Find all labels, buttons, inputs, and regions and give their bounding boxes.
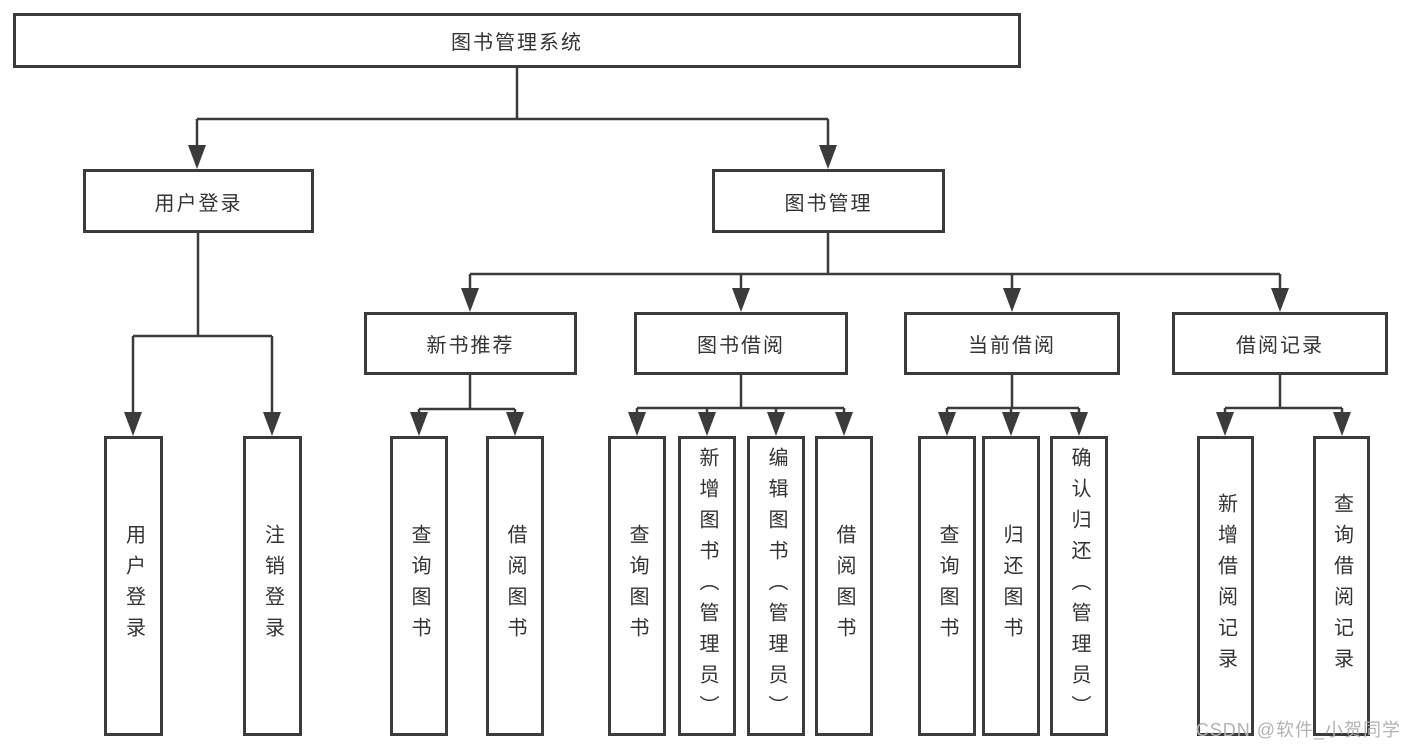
leaf-logout: 注销登录 — [243, 436, 302, 736]
csdn-watermark: CSDN @软件_小贺同学 — [1195, 720, 1401, 740]
arrowhead — [263, 412, 281, 436]
node-book-management: 图书管理 — [712, 169, 945, 233]
leaf-br-add-record-label: 新增借阅记录 — [1214, 493, 1237, 679]
arrowhead — [698, 412, 716, 436]
connector-book-management — [468, 233, 1282, 294]
node-book-borrow: 图书借阅 — [634, 312, 848, 375]
leaf-br-add-record: 新增借阅记录 — [1197, 436, 1254, 736]
connector-root — [195, 68, 830, 150]
arrowhead — [819, 145, 837, 169]
node-book-management-label: 图书管理 — [784, 192, 873, 215]
leaf-nb-query-books: 查询图书 — [390, 436, 448, 736]
leaf-cb-return-books-label: 归还图书 — [1000, 524, 1022, 648]
arrowhead — [732, 288, 750, 312]
arrowhead — [628, 412, 646, 436]
node-user-login-label: 用户登录 — [154, 192, 243, 215]
connector-borrow-records — [1223, 375, 1344, 418]
leaf-user-login-label: 用户登录 — [122, 524, 145, 648]
node-borrow-records-label: 借阅记录 — [1236, 335, 1324, 357]
arrowhead — [188, 145, 206, 169]
leaf-br-query-record: 查询借阅记录 — [1313, 436, 1370, 736]
leaf-cb-query-books-label: 查询图书 — [936, 524, 958, 648]
root-node-label: 图书管理系统 — [451, 32, 583, 54]
node-current-borrow-label: 当前借阅 — [968, 335, 1056, 357]
arrowhead — [1002, 412, 1020, 436]
leaf-bb-add-books-admin-label: 新增图书（管理员） — [696, 446, 718, 726]
connector-user-login — [131, 233, 274, 418]
leaf-nb-borrow-books: 借阅图书 — [486, 436, 544, 736]
leaf-bb-add-books-admin: 新增图书（管理员） — [678, 436, 736, 736]
arrowhead — [1216, 412, 1234, 436]
leaf-cb-confirm-return-admin-label: 确认归还（管理员） — [1068, 446, 1090, 726]
arrowhead — [1333, 412, 1351, 436]
node-new-book-recommend-label: 新书推荐 — [426, 335, 515, 357]
leaf-bb-borrow-books-label: 借阅图书 — [833, 524, 855, 648]
leaf-nb-borrow-books-label: 借阅图书 — [504, 524, 526, 648]
node-new-book-recommend: 新书推荐 — [364, 312, 577, 375]
leaf-nb-query-books-label: 查询图书 — [408, 524, 430, 648]
leaf-bb-query-books-label: 查询图书 — [626, 524, 648, 648]
leaf-bb-edit-books-admin-label: 编辑图书（管理员） — [765, 446, 787, 726]
leaf-user-login: 用户登录 — [104, 436, 163, 736]
leaf-bb-query-books: 查询图书 — [608, 436, 666, 736]
arrowhead — [461, 288, 479, 312]
leaf-cb-query-books: 查询图书 — [918, 436, 976, 736]
arrowhead — [767, 412, 785, 436]
arrowhead — [1271, 288, 1289, 312]
leaf-logout-label: 注销登录 — [261, 524, 284, 648]
connector-current-borrow — [945, 375, 1081, 418]
node-current-borrow: 当前借阅 — [904, 312, 1120, 375]
node-book-borrow-label: 图书借阅 — [697, 335, 785, 357]
root-node: 图书管理系统 — [13, 13, 1021, 68]
arrowhead — [410, 412, 428, 436]
node-user-login: 用户登录 — [83, 169, 314, 233]
arrowhead — [1070, 412, 1088, 436]
connector-new-book-recommend — [417, 375, 517, 418]
arrowhead — [124, 412, 142, 436]
leaf-br-query-record-label: 查询借阅记录 — [1330, 493, 1353, 679]
leaf-cb-confirm-return-admin: 确认归还（管理员） — [1050, 436, 1108, 736]
leaf-bb-edit-books-admin: 编辑图书（管理员） — [747, 436, 805, 736]
leaf-bb-borrow-books: 借阅图书 — [815, 436, 873, 736]
connector-book-borrow — [635, 375, 846, 418]
leaf-cb-return-books: 归还图书 — [982, 436, 1040, 736]
arrowhead — [506, 412, 524, 436]
node-borrow-records: 借阅记录 — [1172, 312, 1388, 375]
arrowhead — [938, 412, 956, 436]
arrowhead — [1003, 288, 1021, 312]
arrowhead — [835, 412, 853, 436]
